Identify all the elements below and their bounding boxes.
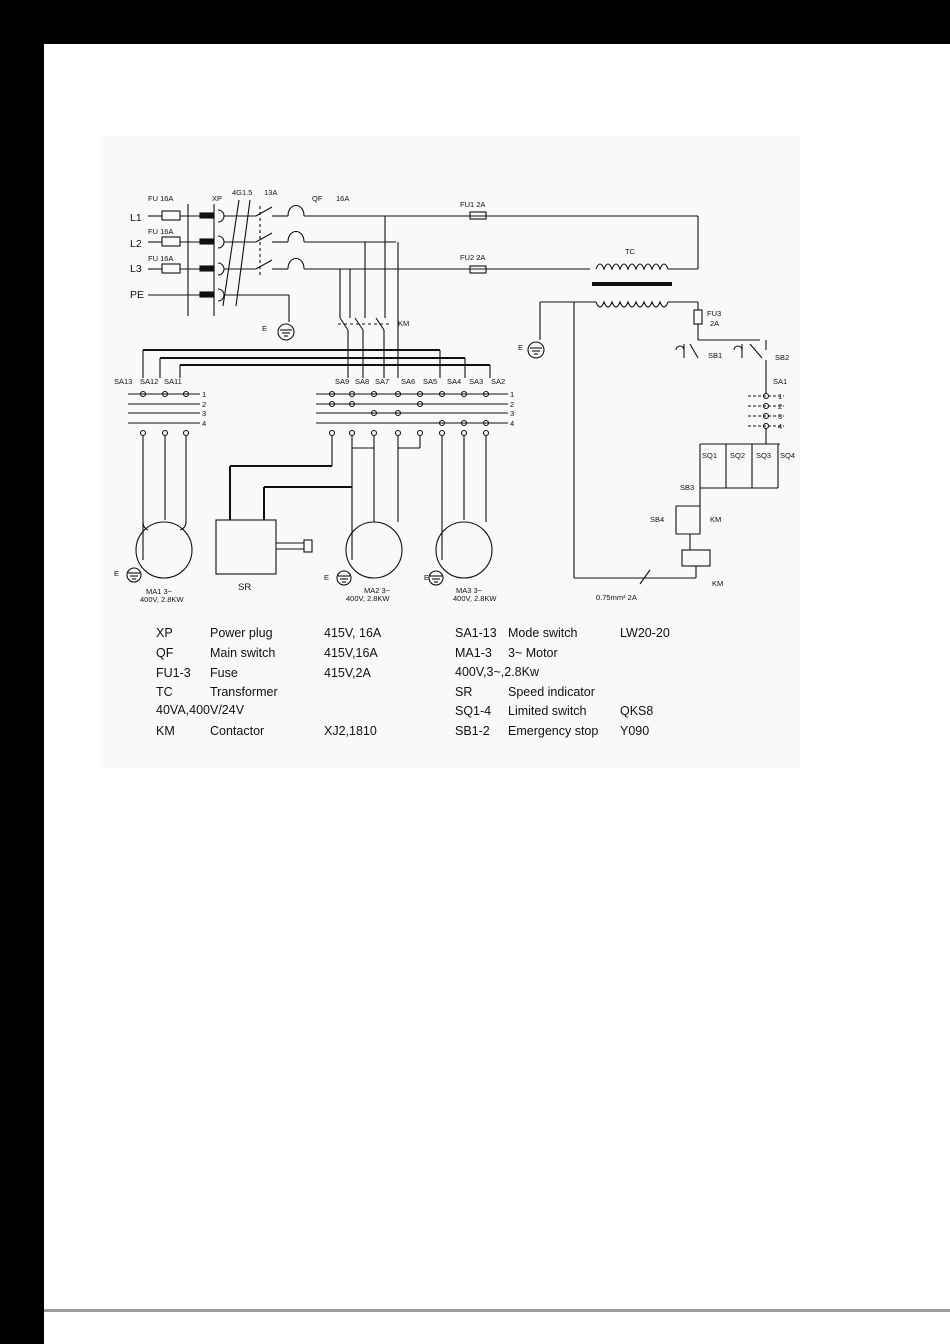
label-fu3: FU3	[707, 309, 721, 318]
label-sa1-right: SA1	[773, 377, 787, 386]
sel-left-pos-1: 1	[202, 390, 206, 399]
label-sb1: SB1	[708, 351, 722, 360]
label-sq4: SQ4	[780, 451, 795, 460]
bottom-rule	[44, 1309, 950, 1312]
label-sq3: SQ3	[756, 451, 771, 460]
label-sq2: SQ2	[730, 451, 745, 460]
label-qf-16a: 16A	[336, 194, 349, 203]
motor-ma3: E MA3 3~ 400V, 2.8KW	[424, 521, 497, 603]
sel-main-pos-4: 4	[510, 419, 514, 428]
label-e2: E	[518, 343, 523, 352]
label-l2: L2	[130, 238, 142, 250]
sel-main-pos-2: 2	[510, 400, 514, 409]
label-sb3: SB3	[680, 483, 694, 492]
label-pe: PE	[130, 289, 144, 301]
sel-main-pos-3: 3	[510, 409, 514, 418]
motor-ma2: E MA2 3~ 400V, 2.8KW	[324, 521, 403, 603]
label-e-ma3: E	[424, 573, 429, 582]
sa1-pos-3: 3	[778, 412, 782, 421]
label-sa13: SA13	[114, 377, 132, 386]
label-l3: L3	[130, 263, 142, 275]
label-qf: QF	[312, 194, 323, 203]
label-ma1: MA1 3~	[146, 587, 173, 596]
label-fu1: FU1 2A	[460, 200, 485, 209]
label-ma2-rating: 400V, 2.8KW	[346, 594, 390, 603]
sa1-pos-4: 4	[778, 422, 782, 431]
sa1-pos-1: 1	[778, 392, 782, 401]
sa1-pos-2: 2	[778, 402, 782, 411]
motor-ma1: E MA1 3~ 400V, 2.8KW	[114, 521, 193, 604]
label-13a: 13A	[264, 188, 277, 197]
label-e-ma1: E	[114, 569, 119, 578]
label-l1: L1	[130, 212, 142, 224]
diagram-panel	[100, 136, 800, 768]
sel-left-pos-3: 3	[202, 409, 206, 418]
label-sa11: SA11	[164, 377, 182, 386]
label-sr: SR	[238, 582, 251, 593]
label-km-main: KM	[398, 319, 409, 328]
label-sa8: SA8	[355, 377, 369, 386]
label-ma3-rating: 400V, 2.8KW	[453, 594, 497, 603]
selector-left: SA13 SA12 SA11 1 2 3 4	[114, 377, 206, 522]
label-ma1-rating: 400V, 2.8KW	[140, 595, 184, 604]
label-cable: 4G1.5	[232, 188, 252, 197]
sel-left-pos-2: 2	[202, 400, 206, 409]
main-bus: KM	[142, 216, 491, 378]
selector-main: SA9 SA8 SA7 SA6 SA5 SA4 SA3 SA2 1 2 3 4	[316, 377, 514, 522]
label-sa2: SA2	[491, 377, 505, 386]
label-sa12: SA12	[140, 377, 158, 386]
label-wire: 0.75mm² 2A	[596, 593, 637, 602]
speed-indicator: SR	[215, 465, 352, 593]
sel-main-pos-1: 1	[510, 390, 514, 399]
label-sa9: SA9	[335, 377, 349, 386]
label-ma3: MA3 3~	[456, 586, 483, 595]
label-fu16-2: FU 16A	[148, 227, 173, 236]
label-km-coil: KM	[712, 579, 723, 588]
label-tc: TC	[625, 247, 636, 256]
label-xp: XP	[212, 194, 222, 203]
label-e-ma2: E	[324, 573, 329, 582]
label-sa3: SA3	[469, 377, 483, 386]
sel-left-pos-4: 4	[202, 419, 206, 428]
label-e1: E	[262, 324, 267, 333]
label-km-aux: KM	[710, 515, 721, 524]
control-supply: FU1 2A FU2 2A TC E FU3 2A SB1 SB2 SA1	[460, 200, 795, 602]
label-sa6: SA6	[401, 377, 415, 386]
label-fu16-3: FU 16A	[148, 254, 173, 263]
label-sq1: SQ1	[702, 451, 717, 460]
label-ma2: MA2 3~	[364, 586, 391, 595]
label-sa4: SA4	[447, 377, 461, 386]
label-sb4: SB4	[650, 515, 664, 524]
label-sa7: SA7	[375, 377, 389, 386]
label-sa5: SA5	[423, 377, 437, 386]
label-fu3-2a: 2A	[710, 319, 719, 328]
label-sb2: SB2	[775, 353, 789, 362]
supply-lines: L1 L2 L3 PE FU 16A FU 16A FU 16A XP 4G1.…	[130, 188, 698, 341]
label-fu16-1: FU 16A	[148, 194, 173, 203]
label-fu2: FU2 2A	[460, 253, 485, 262]
